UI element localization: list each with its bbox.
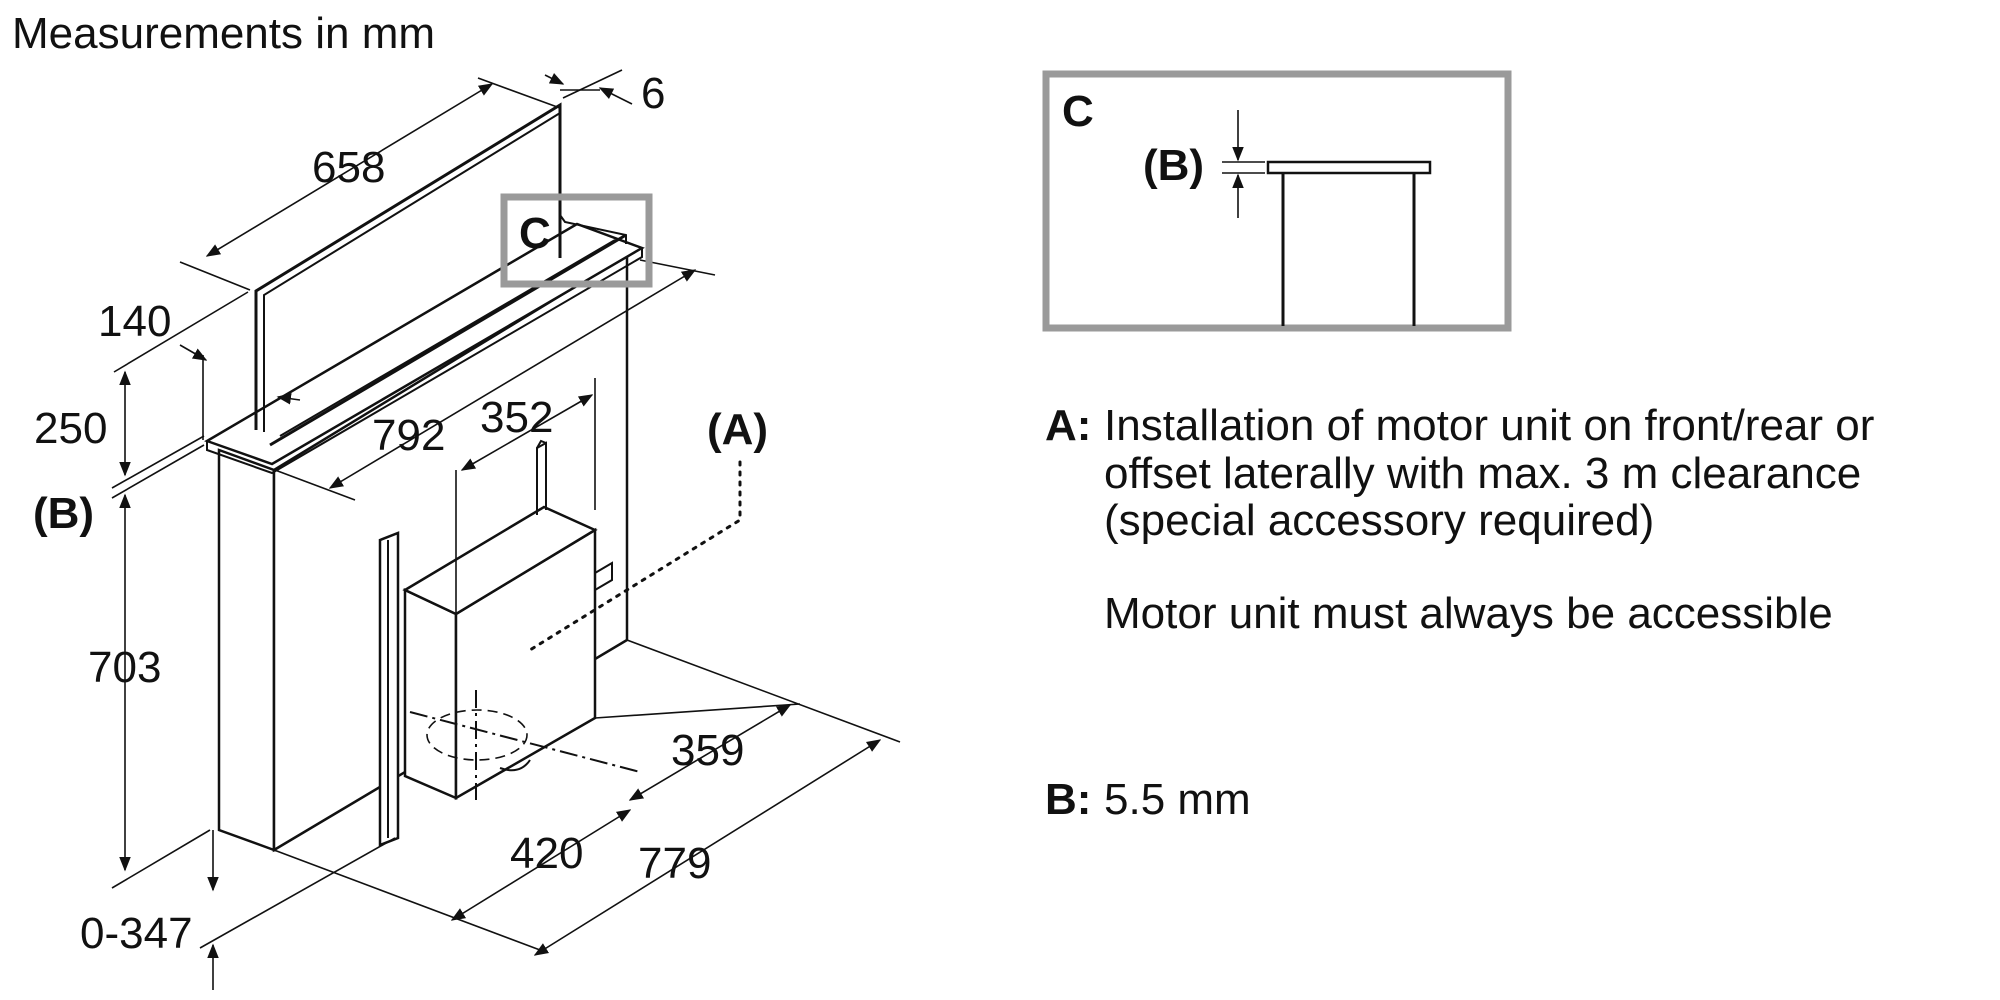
legend-a-line1: Installation of motor unit on front/rear… [1104,401,1874,450]
motor-leader [528,460,742,652]
dim-b-marker: (B) [33,489,94,538]
dim-792: 792 [372,411,445,460]
dim-352: 352 [480,393,553,442]
detail-c-panel: C (B) [1042,70,1512,332]
dim-420: 420 [510,829,583,878]
dimension-lines [111,69,901,990]
motor-unit [403,588,458,800]
legend-a-key: A: [1045,401,1091,450]
detail-c-title: C [1062,87,1094,136]
callout-c-frame [500,193,653,288]
detail-c-frame [1042,70,1512,332]
measurements-title: Measurements in mm [12,9,435,58]
fan-outlet [426,709,528,761]
callout-c-letter: C [519,209,551,258]
dim-359: 359 [671,726,744,775]
cabinet-front [217,448,276,852]
downdraft-hood-drawing [204,102,742,853]
legend-b-key: B: [1045,775,1091,824]
legend-a-line3: (special accessory required) [1104,496,1654,545]
legend-a-line2: offset laterally with max. 3 m clearance [1104,449,1861,498]
dim-140: 140 [98,297,171,346]
dim-0-347: 0-347 [80,909,193,958]
dim-779: 779 [638,839,711,888]
dim-703: 703 [88,643,161,692]
detail-b-marker: (B) [1143,141,1204,190]
dim-6: 6 [641,69,665,118]
legend-a-note: Motor unit must always be accessible [1104,589,1833,638]
detail-glass-edge [1266,160,1432,175]
dim-250: 250 [34,404,107,453]
legend-b-value: 5.5 mm [1104,775,1251,824]
dim-a-marker: (A) [707,405,768,454]
dim-658: 658 [312,143,385,192]
legend: A: Installation of motor unit on front/r… [1045,401,1874,824]
